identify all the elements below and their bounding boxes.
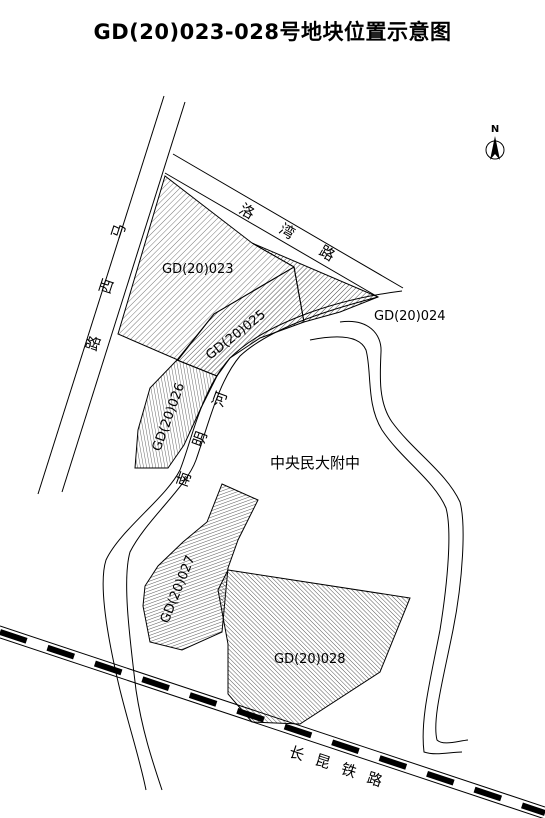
maxi-road-label-1: 马: [108, 221, 130, 241]
railway-label-4: 路: [365, 769, 385, 791]
parcel-023-label: GD(20)023: [162, 262, 234, 277]
river-bank-inner-2: [126, 296, 379, 791]
parcel-026-area: [134, 359, 218, 469]
river-bank-outer-2: [309, 336, 463, 755]
nanming-river-label-1: 南: [173, 469, 195, 489]
railway-label-1: 长: [287, 743, 307, 765]
luowan-road-edge-bottom: [164, 172, 379, 298]
nanming-river-label-3: 河: [209, 389, 231, 409]
north-arrow-label: N: [491, 124, 499, 135]
maxi-road-edge-left: [37, 95, 165, 495]
parcel-025-area: [176, 266, 305, 377]
roads: [37, 95, 404, 495]
river-labels: 南 明 河: [173, 389, 231, 489]
maxi-road-edge-right: [61, 101, 186, 493]
nanming-river: [102, 290, 469, 791]
map-title: GD(20)023-028号地块位置示意图: [93, 20, 452, 44]
parcel-027-area: [142, 483, 259, 651]
maxi-road-label-2: 西: [96, 276, 118, 296]
changkun-railway: [0, 625, 545, 818]
road-labels: 洛 湾 路 马 西 路 长 昆 铁 路: [83, 200, 385, 791]
parcel-024-label: GD(20)024: [374, 309, 446, 324]
railway-label-3: 铁: [339, 760, 359, 782]
luowan-road-label-3: 路: [316, 242, 338, 265]
north-arrow-pointer-icon: [490, 136, 500, 160]
parcel-028-label: GD(20)028: [274, 652, 346, 667]
luowan-road-edge-top: [172, 153, 404, 289]
railway-label-2: 昆: [313, 751, 333, 773]
maxi-road-label-3: 路: [83, 333, 105, 353]
railway-rail-top: [0, 625, 545, 808]
river-bank-inner: [102, 290, 403, 791]
parcels: [117, 175, 411, 725]
nanming-river-label-2: 明: [189, 429, 211, 449]
school-label: 中央民大附中: [270, 454, 360, 472]
railway-rail-bottom: [0, 637, 544, 818]
river-bank-outer: [339, 320, 469, 744]
parcel-024-area: [251, 242, 380, 323]
north-arrow: N: [485, 124, 505, 160]
parcel-028-area: [217, 569, 411, 725]
luowan-road-label-1: 洛: [236, 200, 258, 223]
